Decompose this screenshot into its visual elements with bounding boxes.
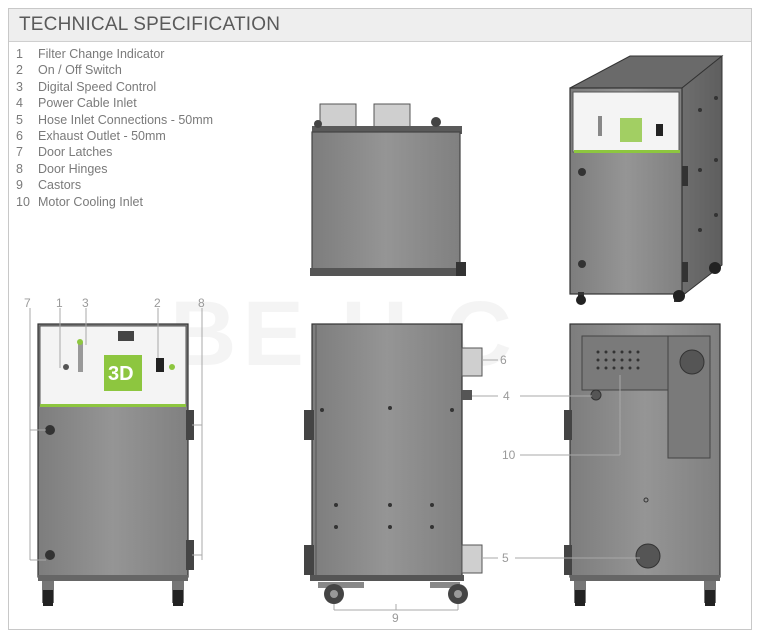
back-view-unit [564, 323, 721, 606]
front-view-unit: 3D [37, 323, 194, 606]
top-view-unit [310, 103, 466, 276]
callout-lines [29, 308, 640, 611]
page-title: TECHNICAL SPECIFICATION [19, 14, 281, 35]
callout-6: 6 [500, 353, 507, 367]
isometric-view-unit [569, 54, 724, 305]
callout-7: 7 [24, 296, 31, 310]
callout-5: 5 [502, 551, 509, 565]
callout-8: 8 [198, 296, 205, 310]
callout-2: 2 [154, 296, 161, 310]
callout-10: 10 [502, 448, 516, 462]
callout-9: 9 [392, 611, 399, 625]
callout-4: 4 [503, 389, 510, 403]
header-bar: TECHNICAL SPECIFICATION [9, 9, 751, 42]
svg-text:3D: 3D [108, 363, 134, 385]
side-view-unit [304, 323, 483, 604]
callout-3: 3 [82, 296, 89, 310]
callout-1: 1 [56, 296, 63, 310]
